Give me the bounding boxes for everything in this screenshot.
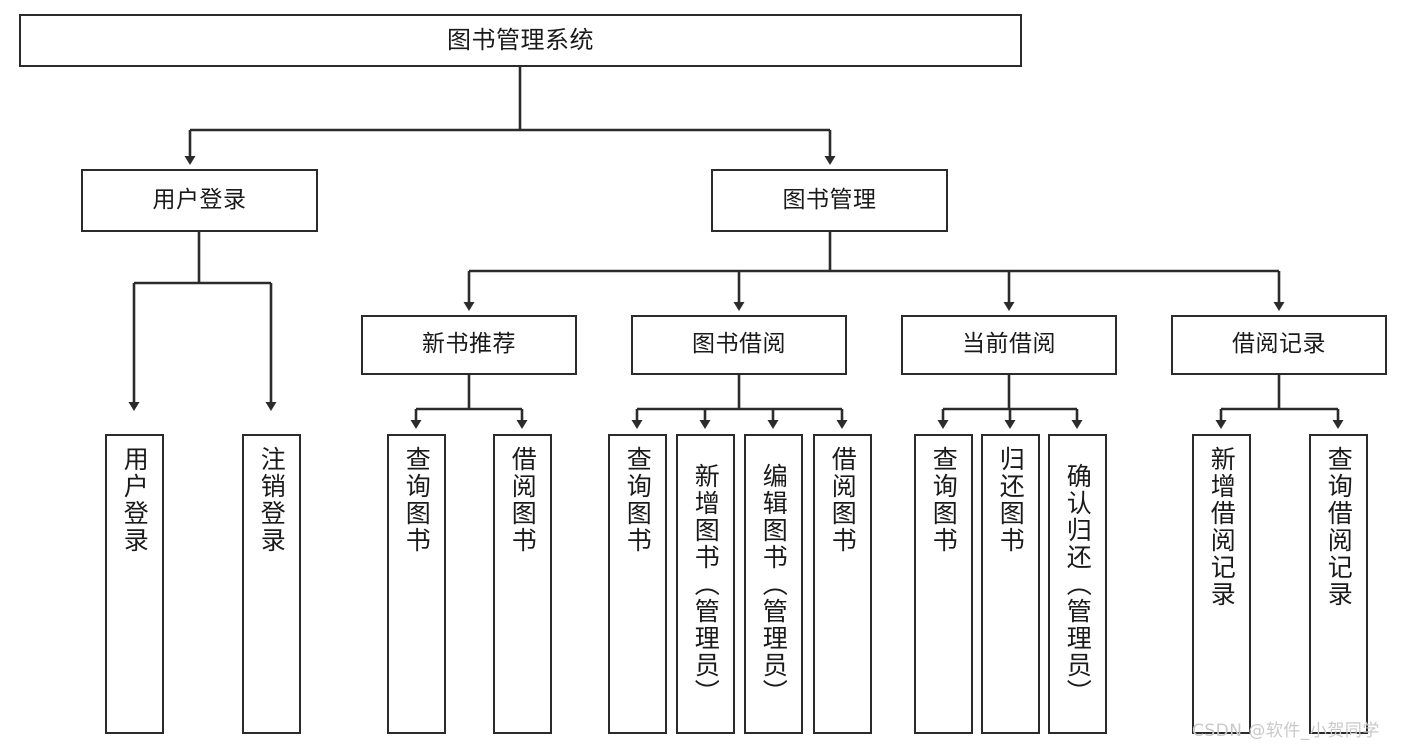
node-borrow-record[interactable]: 借阅记录: [1171, 315, 1387, 375]
node-leaf-edit-book-label: 编辑图书（管理员）: [759, 462, 789, 706]
node-book-management-label: 图书管理: [782, 186, 877, 213]
node-book-management[interactable]: 图书管理: [711, 169, 948, 232]
node-leaf-user-login[interactable]: 用户登录: [105, 434, 164, 734]
node-user-login[interactable]: 用户登录: [81, 169, 318, 232]
node-root-label: 图书管理系统: [447, 26, 594, 55]
node-leaf-query-record-label: 查询借阅记录: [1324, 446, 1354, 608]
node-borrow-record-label: 借阅记录: [1232, 331, 1326, 358]
node-leaf-query-book-2-label: 查询图书: [623, 446, 653, 554]
node-current-borrow-label: 当前借阅: [962, 331, 1056, 358]
node-leaf-logout-login[interactable]: 注销登录: [242, 434, 301, 734]
node-leaf-user-login-label: 用户登录: [120, 446, 150, 554]
node-leaf-borrow-book-1[interactable]: 借阅图书: [493, 434, 552, 734]
node-leaf-query-book-1[interactable]: 查询图书: [387, 434, 446, 734]
node-leaf-add-book[interactable]: 新增图书（管理员）: [676, 434, 735, 734]
node-leaf-query-book-3[interactable]: 查询图书: [914, 434, 973, 734]
node-leaf-query-book-3-label: 查询图书: [929, 446, 959, 554]
node-leaf-edit-book[interactable]: 编辑图书（管理员）: [744, 434, 803, 734]
node-new-book-recommend-label: 新书推荐: [422, 331, 516, 358]
node-leaf-return-book-label: 归还图书: [996, 446, 1026, 554]
node-leaf-query-book-2[interactable]: 查询图书: [608, 434, 667, 734]
node-root[interactable]: 图书管理系统: [19, 14, 1022, 67]
node-user-login-label: 用户登录: [152, 186, 247, 213]
node-book-borrow[interactable]: 图书借阅: [631, 315, 847, 375]
node-book-borrow-label: 图书借阅: [692, 331, 786, 358]
node-new-book-recommend[interactable]: 新书推荐: [361, 315, 577, 375]
node-leaf-return-book[interactable]: 归还图书: [981, 434, 1040, 734]
node-leaf-add-record[interactable]: 新增借阅记录: [1192, 434, 1251, 734]
node-leaf-confirm-return-label: 确认归还（管理员）: [1063, 462, 1093, 706]
node-leaf-logout-login-label: 注销登录: [257, 446, 287, 554]
node-leaf-confirm-return[interactable]: 确认归还（管理员）: [1048, 434, 1107, 734]
node-leaf-add-record-label: 新增借阅记录: [1207, 446, 1237, 608]
csdn-watermark: CSDN @软件_小贺同学: [1192, 721, 1380, 741]
node-leaf-borrow-book-2-label: 借阅图书: [828, 446, 858, 554]
node-leaf-add-book-label: 新增图书（管理员）: [691, 462, 721, 706]
node-leaf-query-book-1-label: 查询图书: [402, 446, 432, 554]
node-leaf-query-record[interactable]: 查询借阅记录: [1309, 434, 1368, 734]
node-current-borrow[interactable]: 当前借阅: [901, 315, 1117, 375]
node-leaf-borrow-book-1-label: 借阅图书: [508, 446, 538, 554]
node-leaf-borrow-book-2[interactable]: 借阅图书: [813, 434, 872, 734]
